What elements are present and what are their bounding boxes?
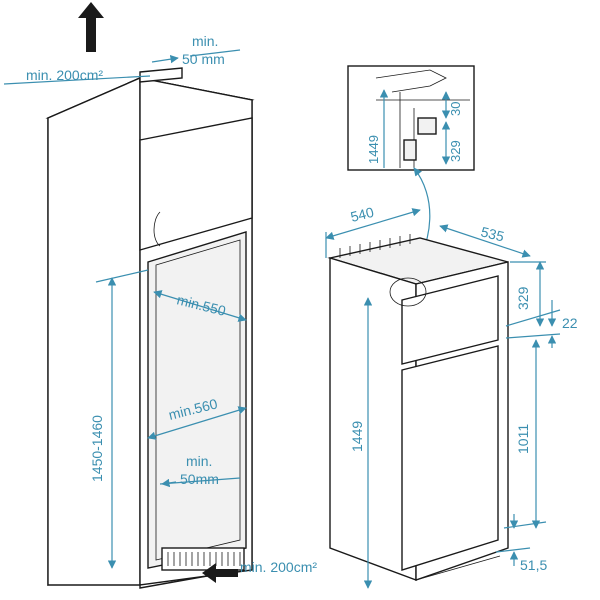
fridge-width-dimension: 535 [439,223,531,258]
detail-30-label: 30 [448,102,463,116]
hinge-detail-inset: 1449 30 329 [347,65,475,171]
detail-1449-label: 1449 [366,135,381,164]
top-clearance-dimension: min. 50 mm [151,33,241,67]
base-height-dimension: 51,5 [495,514,547,573]
door-gap-label: 22 [562,315,578,331]
cabinet [45,67,255,589]
niche-height-dimension: 1450-1460 [89,269,149,569]
top-vent-label: min. 200cm² [26,67,103,83]
fridge-depth-dimension: 540 [325,204,421,258]
top-vent-dimension: min. 200cm² [3,67,151,85]
airflow-out-arrow [78,2,104,52]
freezer-height-dimension: 329 [510,261,546,327]
bottom-vent-dimension: min. 200cm² [240,559,317,575]
detail-329-label: 329 [448,140,463,162]
bottom-vent-label: min. 200cm² [240,559,317,575]
fridge-height-label: 1449 [349,421,365,452]
fridge-lower-label: 1011 [515,424,531,454]
base-height-label: 51,5 [520,557,547,573]
fridge-height-dimension: 1449 [349,297,373,589]
door-gap-dimension: 22 [505,300,578,348]
bottom-50mm-label: 50mm [180,471,219,487]
bottom-min-label: min. [186,453,212,469]
niche-height-label: 1450-1460 [89,415,105,482]
top-min-label: min. [192,33,218,49]
bottom-clearance-dimension: min. 50mm [159,453,241,488]
top-50mm-label: 50 mm [182,51,225,67]
fridge-depth-label: 540 [349,204,376,225]
freezer-height-label: 329 [515,286,531,310]
fridge-width-label: 535 [479,223,506,244]
fridge-lower-dimension: 1011 [503,339,547,529]
bottom-vent-grille [167,552,241,566]
airflow-in-arrow [202,563,238,583]
fridge-appliance [327,234,509,582]
